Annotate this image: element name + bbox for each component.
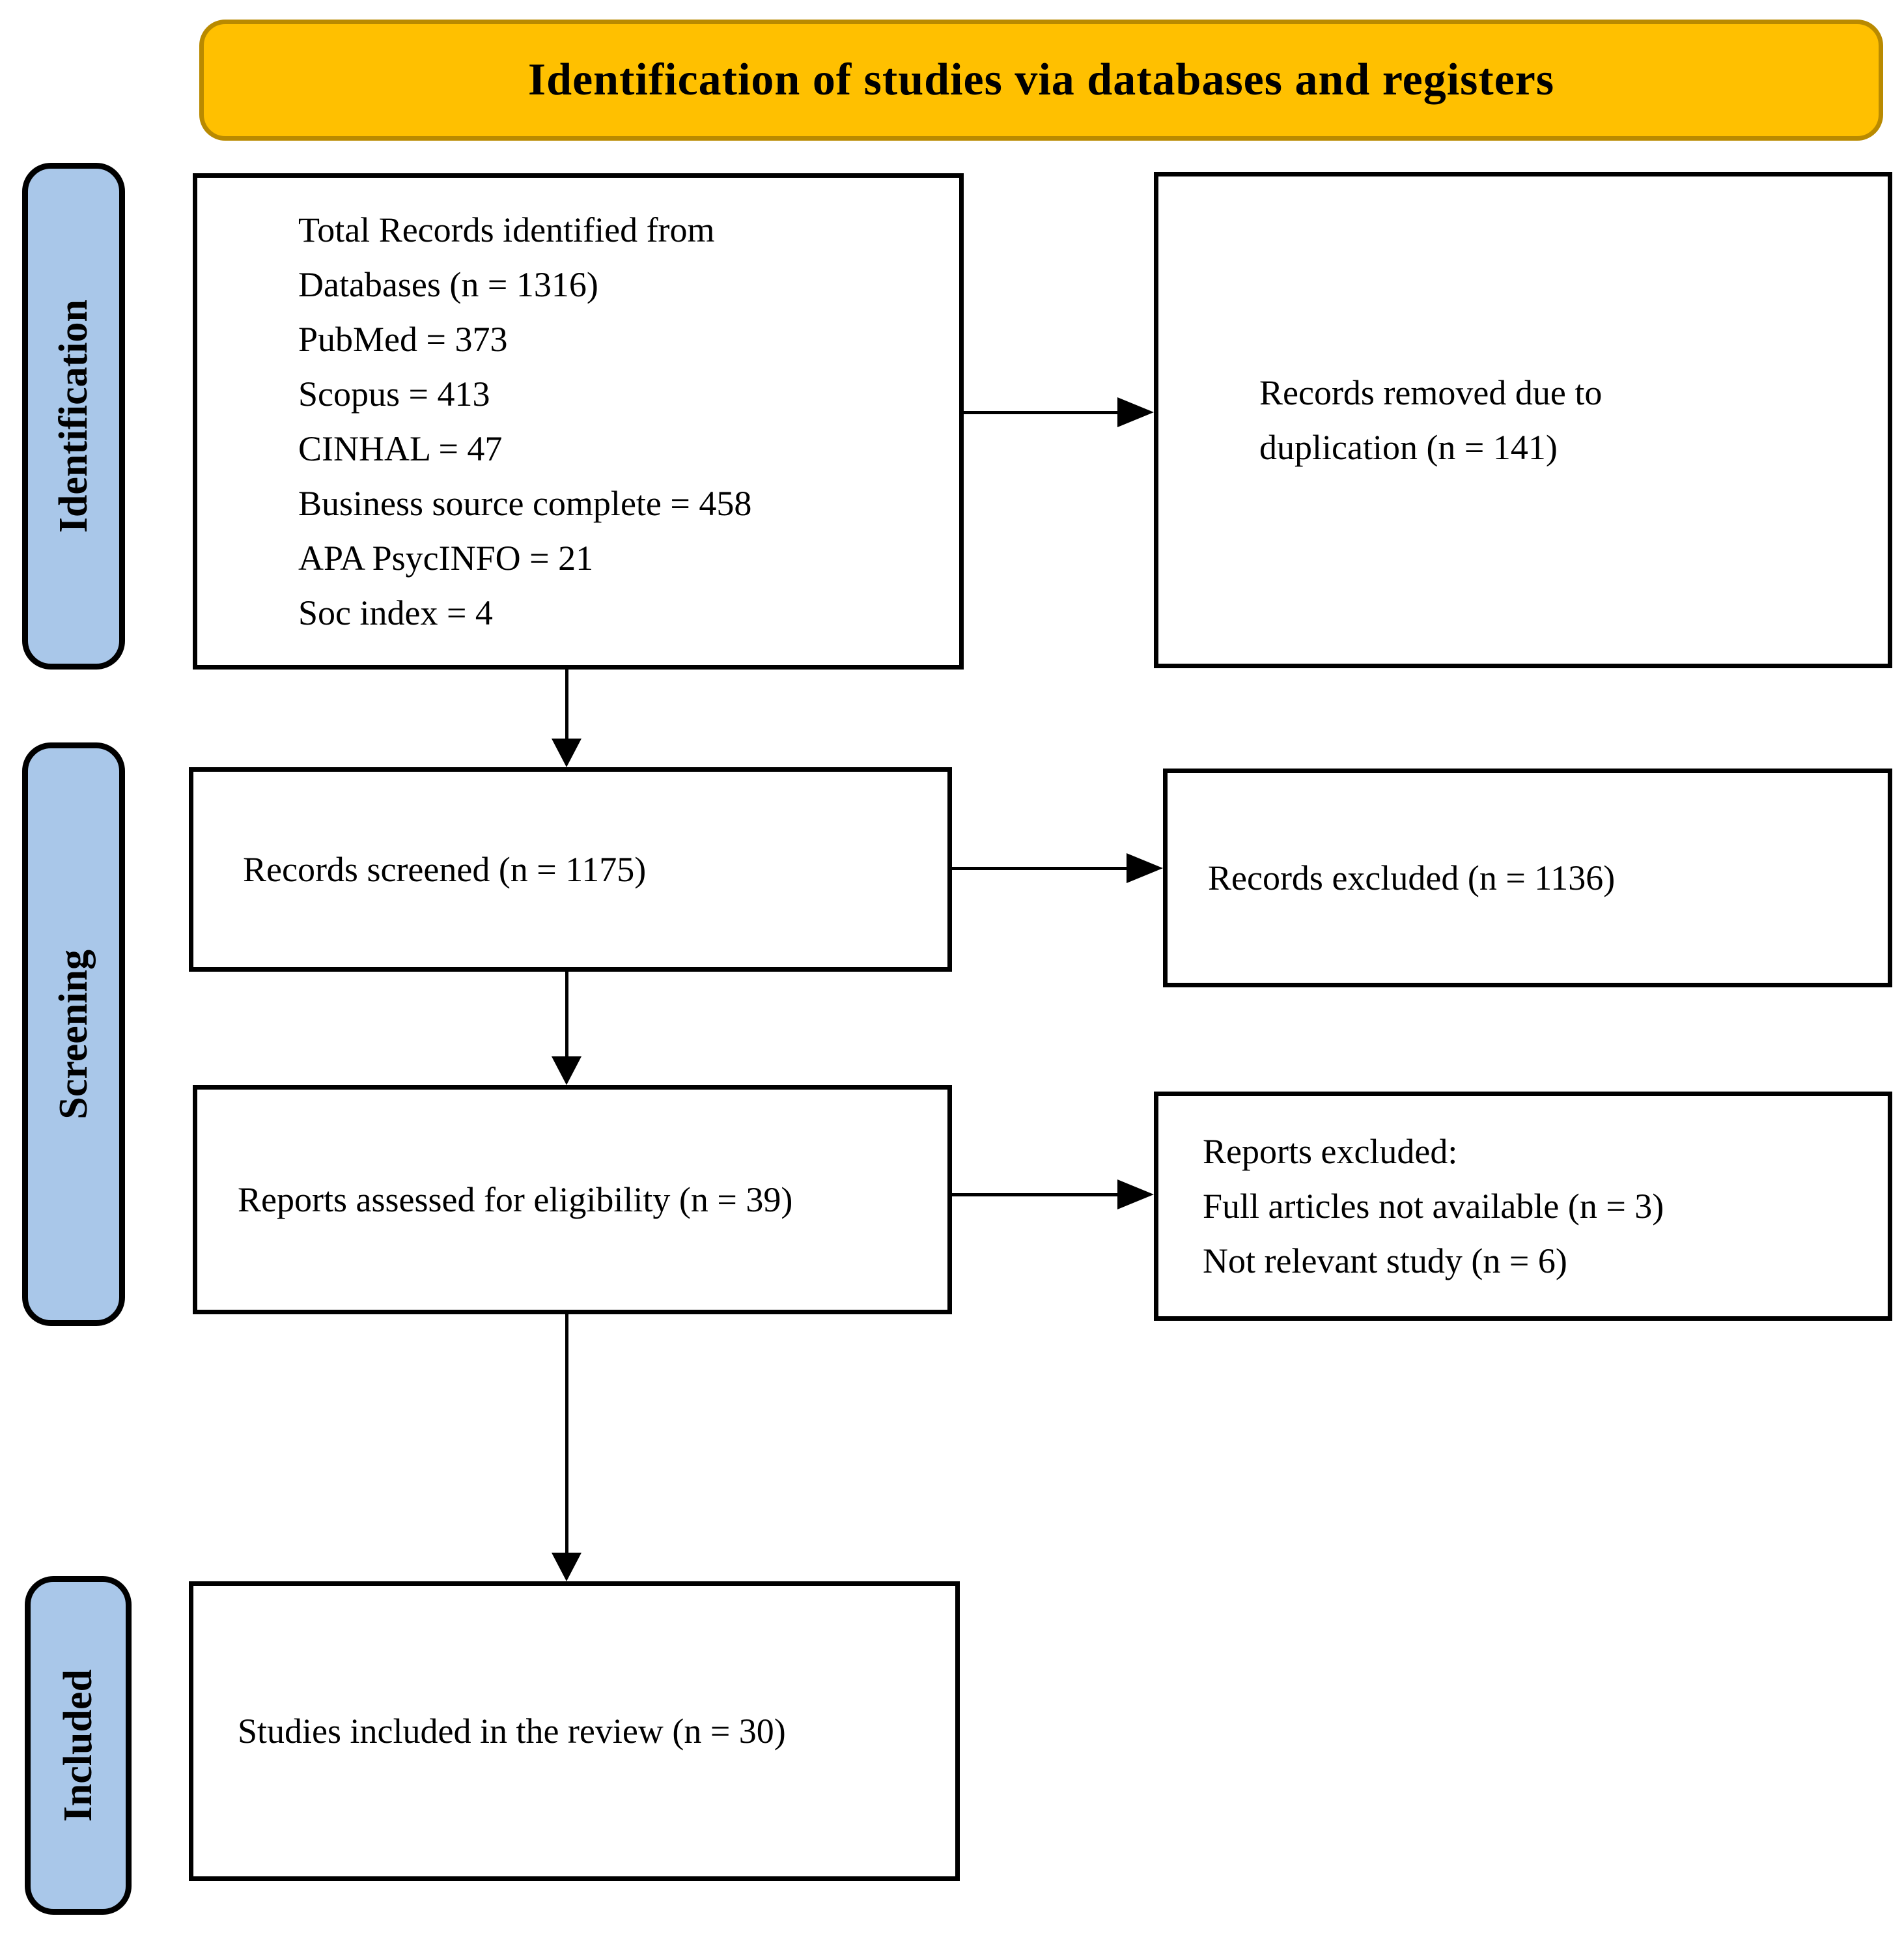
- box-studies-included: Studies included in the review (n = 30): [189, 1581, 960, 1881]
- box-line: Reports excluded:: [1203, 1132, 1458, 1171]
- arrow-shaft: [565, 972, 568, 1056]
- box-line: Records removed due to: [1259, 373, 1603, 412]
- stage-label-included: Included: [25, 1576, 132, 1915]
- arrow-head-down-icon: [552, 1056, 581, 1085]
- arrow-head-down-icon: [552, 1553, 581, 1581]
- box-reports-excluded-text: Reports excluded: Full articles not avai…: [1203, 1124, 1664, 1288]
- box-line: Databases (n = 1316): [298, 265, 598, 304]
- page-title: Identification of studies via databases …: [527, 55, 1555, 105]
- arrow-shaft: [565, 1313, 568, 1553]
- box-line: Business source complete = 458: [298, 484, 752, 523]
- box-records-identified-text: Total Records identified from Databases …: [298, 203, 751, 640]
- box-line: Scopus = 413: [298, 374, 490, 414]
- arrow-shaft: [964, 411, 1117, 414]
- box-records-excluded-text: Records excluded (n = 1136): [1208, 858, 1616, 897]
- arrow-head-down-icon: [552, 739, 581, 767]
- arrow-head-right-icon: [1117, 397, 1154, 427]
- box-records-removed-duplication-text: Records removed due to duplication (n = …: [1259, 365, 1602, 475]
- arrow-head-right-icon: [1117, 1179, 1154, 1209]
- arrow-shaft: [952, 1193, 1117, 1196]
- box-line: duplication (n = 141): [1259, 428, 1558, 467]
- box-line: Full articles not available (n = 3): [1203, 1187, 1664, 1226]
- stage-label-included-text: Included: [55, 1669, 100, 1822]
- box-reports-assessed: Reports assessed for eligibility (n = 39…: [193, 1085, 952, 1314]
- header-banner: Identification of studies via databases …: [199, 20, 1883, 141]
- box-line: CINHAL = 47: [298, 429, 503, 468]
- box-line: Soc index = 4: [298, 593, 493, 632]
- box-reports-excluded: Reports excluded: Full articles not avai…: [1154, 1092, 1892, 1321]
- box-records-removed-duplication: Records removed due to duplication (n = …: [1154, 172, 1892, 668]
- stage-label-identification-text: Identification: [51, 299, 96, 533]
- box-reports-assessed-text: Reports assessed for eligibility (n = 39…: [238, 1180, 793, 1219]
- stage-label-screening: Screening: [22, 742, 125, 1326]
- arrow-shaft: [565, 670, 568, 739]
- box-records-identified: Total Records identified from Databases …: [193, 173, 964, 670]
- box-line: Not relevant study (n = 6): [1203, 1241, 1567, 1280]
- box-records-screened: Records screened (n = 1175): [189, 767, 952, 972]
- box-studies-included-text: Studies included in the review (n = 30): [238, 1712, 786, 1751]
- stage-label-screening-text: Screening: [51, 949, 96, 1120]
- box-records-screened-text: Records screened (n = 1175): [243, 850, 647, 889]
- box-records-excluded: Records excluded (n = 1136): [1163, 769, 1892, 987]
- arrow-head-right-icon: [1127, 853, 1163, 883]
- stage-label-identification: Identification: [22, 163, 125, 670]
- box-line: PubMed = 373: [298, 320, 508, 359]
- arrow-shaft: [952, 867, 1127, 870]
- box-line: Total Records identified from: [298, 210, 715, 249]
- box-line: APA PsycINFO = 21: [298, 539, 594, 578]
